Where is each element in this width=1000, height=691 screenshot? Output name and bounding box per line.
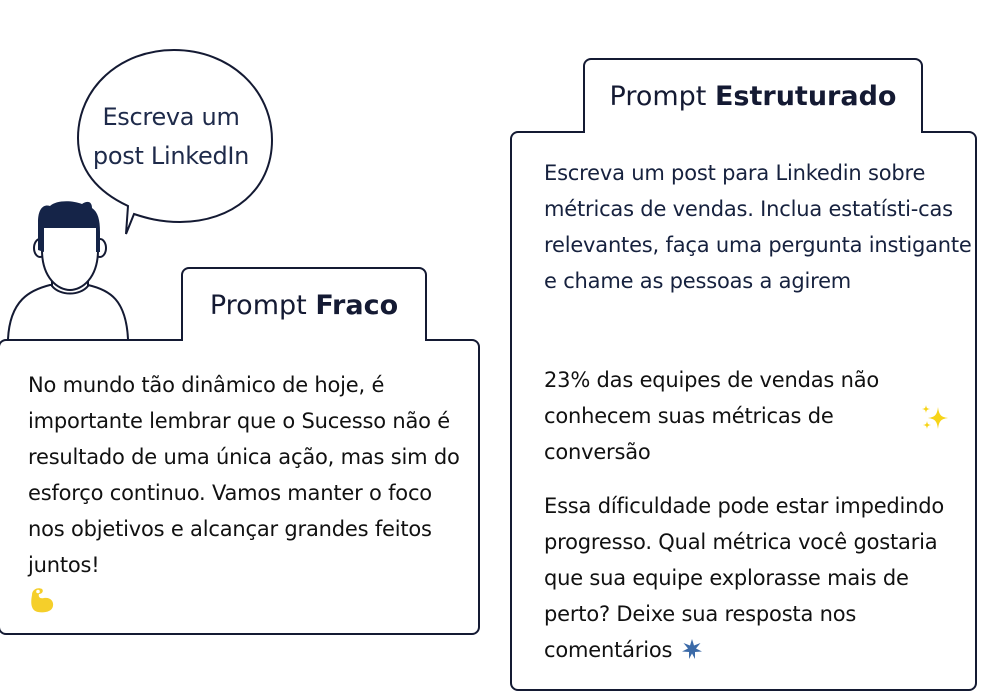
speech-bubble-text: Escreva um post LinkedIn [82, 98, 260, 176]
star-icon [681, 639, 702, 659]
structured-prompt-question: Essa díficuldade pode estar impedindo pr… [544, 488, 974, 668]
speech-line-2: post LinkedIn [92, 142, 250, 170]
person-avatar-icon [7, 201, 129, 340]
structured-prompt-tab: Prompt Estruturado [583, 58, 923, 133]
sparkles-icon [922, 405, 948, 429]
speech-bubble-icon [76, 48, 274, 235]
structured-tab-label-bold: Estruturado [714, 81, 897, 112]
question-text: Essa díficuldade pode estar impedindo pr… [544, 494, 945, 662]
flexed-biceps-icon [31, 588, 54, 613]
weak-tab-label-bold: Fraco [315, 289, 399, 321]
structured-prompt-instruction: Escreva um post para Linkedin sobre métr… [544, 161, 972, 293]
structured-prompt-statistic: 23% das equipes de vendas não conhecem s… [544, 368, 880, 464]
person-with-speech-bubble [7, 48, 274, 340]
structured-prompt-card: Escreva um post para Linkedin sobre métr… [510, 131, 977, 691]
weak-tab-label-regular: Prompt [209, 289, 316, 321]
weak-prompt-tab: Prompt Fraco [181, 267, 427, 341]
speech-line-1: Escreva um [102, 103, 240, 131]
structured-tab-label-regular: Prompt [609, 81, 715, 112]
weak-prompt-card: No mundo tão dinâmico de hoje, é importa… [0, 339, 480, 635]
weak-prompt-output: No mundo tão dinâmico de hoje, é importa… [28, 373, 460, 577]
